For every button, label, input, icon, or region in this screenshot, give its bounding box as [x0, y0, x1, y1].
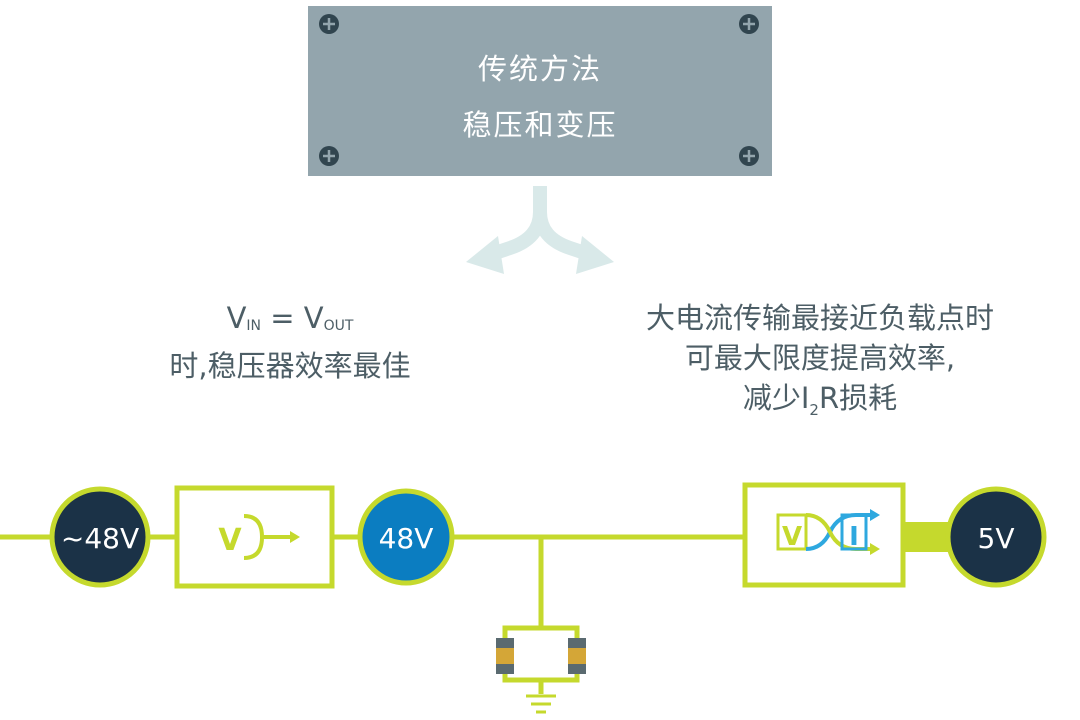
output-node-label: 5V — [978, 522, 1015, 555]
input-node-label: ~48V — [61, 522, 139, 555]
input-node: ~48V — [49, 486, 151, 588]
regulator-icon: V — [218, 514, 300, 560]
regulator-efficiency-text: 时,稳压器效率最佳 — [169, 349, 411, 383]
screw-icon — [739, 14, 759, 34]
split-arrow-icon — [466, 186, 614, 274]
screw-icon — [319, 146, 339, 166]
converter-icon: V I — [776, 509, 880, 555]
bus-node-label: 48V — [379, 522, 434, 555]
pol-line-1: 大电流传输最接近负载点时 — [645, 301, 994, 335]
converter-block: V I — [742, 482, 906, 588]
bus-node: 48V — [357, 488, 455, 586]
regulator-efficiency-note: VIN = VOUT 时,稳压器效率最佳 — [110, 298, 470, 386]
capacitor-icon — [568, 638, 586, 674]
screw-icon — [739, 146, 759, 166]
regulator-letter: V — [218, 523, 242, 558]
panel-title: 传统方法 — [477, 52, 602, 86]
screw-icon — [319, 14, 339, 34]
pol-line-3: 减少I2R损耗 — [742, 381, 898, 419]
panel-subtitle: 稳压和变压 — [462, 108, 618, 142]
regulator-block: V — [174, 485, 335, 589]
converter-letter-v: V — [782, 522, 802, 552]
vin-equals-vout: VIN = VOUT — [226, 301, 354, 335]
traditional-method-panel: 传统方法 稳压和变压 — [308, 6, 772, 176]
output-node: 5V — [945, 486, 1047, 588]
pol-line-2: 可最大限度提高效率, — [684, 341, 956, 375]
point-of-load-note: 大电流传输最接近负载点时 可最大限度提高效率, 减少I2R损耗 — [590, 298, 1050, 430]
capacitor-icon — [496, 638, 514, 674]
ground-icon — [526, 694, 556, 714]
converter-letter-i: I — [849, 522, 859, 552]
